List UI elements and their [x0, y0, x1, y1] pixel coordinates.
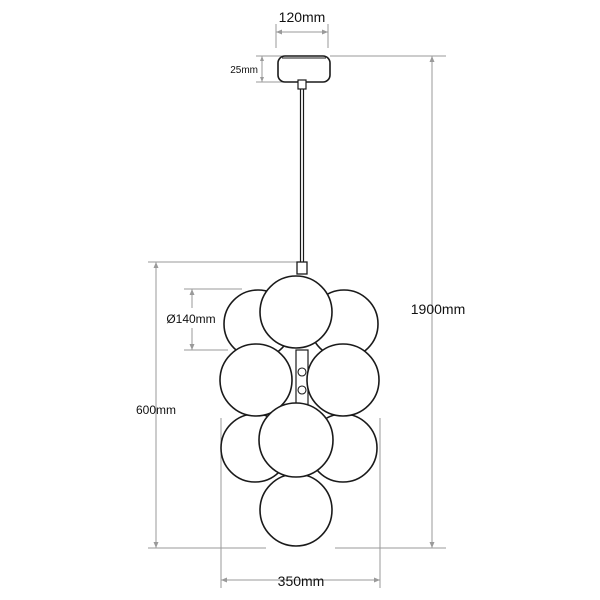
globe-diameter-label: Ø140mm	[166, 312, 215, 326]
fixture-width-label: 350mm	[278, 573, 325, 589]
arrow-globe-bottom	[189, 344, 195, 350]
globe-middle-right	[306, 343, 380, 417]
canopy	[277, 55, 331, 90]
lamp-body	[219, 55, 380, 547]
arrow-width-left	[221, 577, 227, 583]
arrow-fixture-top	[153, 262, 159, 268]
globe-front-bottom	[259, 473, 333, 547]
arrow-canopy-height-bottom	[260, 77, 264, 82]
arrow-canopy-width-right	[322, 29, 328, 35]
stem-joint-lower	[297, 385, 307, 395]
arrow-width-right	[374, 577, 380, 583]
globe-middle-left	[219, 343, 293, 417]
stem-joint-upper	[297, 367, 307, 377]
globe-front-top	[259, 275, 333, 349]
globe-front-middle	[258, 402, 334, 478]
canopy-connector	[297, 79, 307, 90]
total-height-label: 1900mm	[411, 301, 465, 317]
arrow-total-bottom	[429, 542, 435, 548]
suspension-cable	[299, 89, 305, 262]
arrow-total-top	[429, 56, 435, 62]
dimension-arrowheads	[153, 29, 435, 583]
arrow-canopy-height-top	[260, 56, 264, 61]
fixture-height-label: 600mm	[136, 403, 176, 417]
canopy-width-label: 120mm	[279, 9, 326, 25]
arrow-canopy-width-left	[276, 29, 282, 35]
canopy-base	[277, 55, 331, 83]
globe-cap	[296, 261, 308, 275]
canopy-height-label: 25mm	[230, 65, 258, 76]
arrow-fixture-bottom	[153, 542, 159, 548]
arrow-globe-top	[189, 289, 195, 295]
